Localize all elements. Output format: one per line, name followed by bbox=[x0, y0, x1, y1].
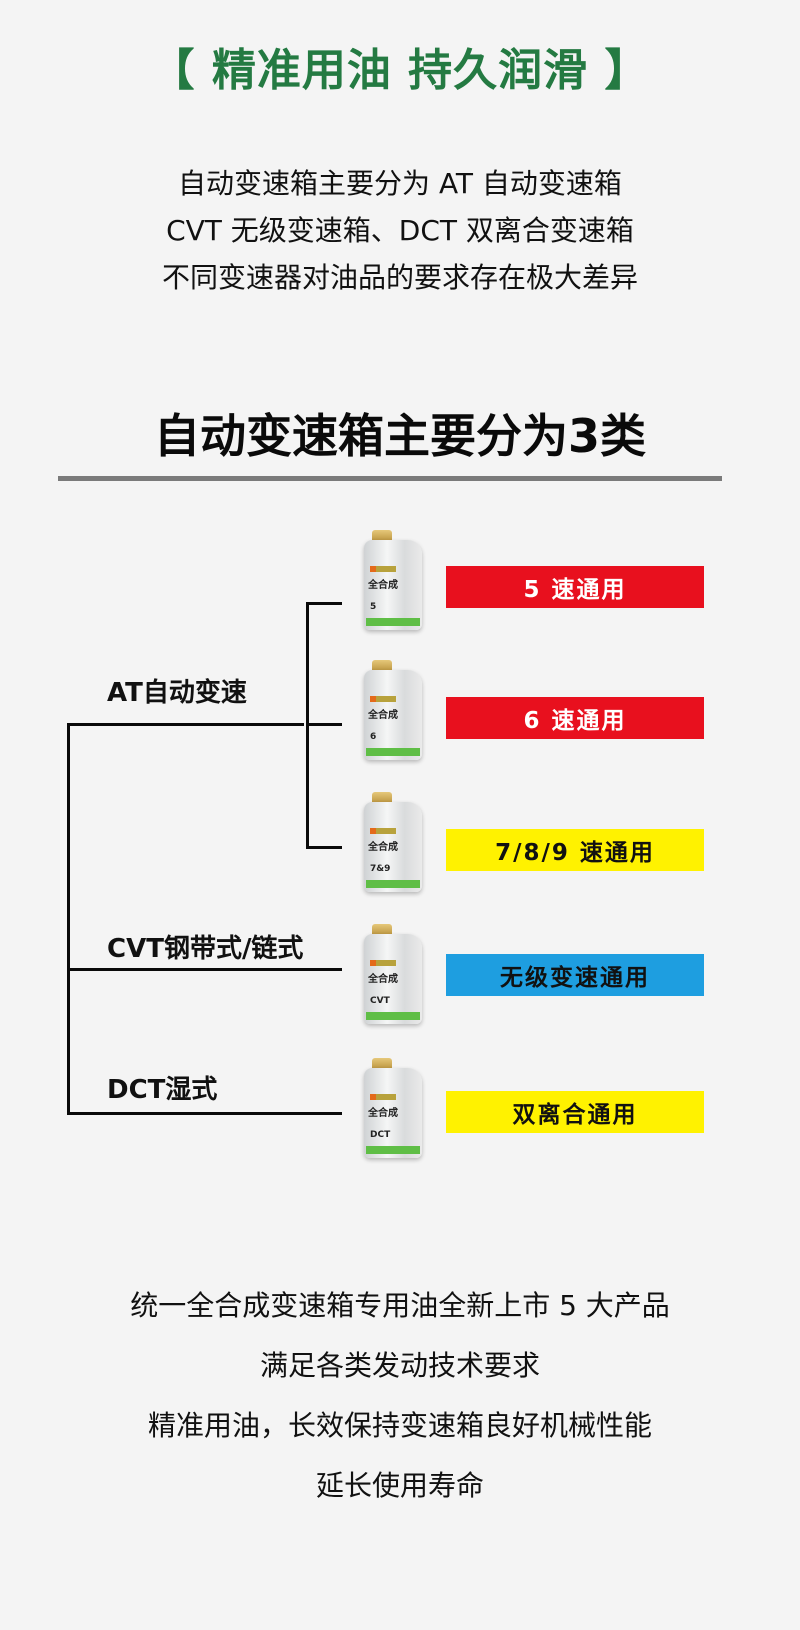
intro-text: 自动变速箱主要分为 AT 自动变速箱 CVT 无级变速箱、DCT 双离合变速箱 … bbox=[0, 160, 800, 301]
section-title: 自动变速箱主要分为3类 bbox=[153, 409, 646, 463]
branch-line-at bbox=[67, 723, 304, 726]
trunk-line bbox=[67, 723, 70, 1115]
branch-line-cvt bbox=[67, 968, 342, 971]
bottle-cap-icon bbox=[372, 1058, 392, 1070]
closing-line: 统一全合成变速箱专用油全新上市 5 大产品 bbox=[130, 1289, 670, 1322]
product-bottle-at6: 全合成 6 bbox=[364, 660, 422, 760]
category-at-label: AT自动变速 bbox=[107, 678, 247, 708]
product-bottle-dct: 全合成 DCT bbox=[364, 1058, 422, 1158]
branch-line-at-5 bbox=[306, 602, 342, 605]
product-bottle-at789: 全合成 7&9 bbox=[364, 792, 422, 892]
product-bottle-at5: 全合成 5 bbox=[364, 530, 422, 630]
section-divider bbox=[58, 476, 722, 481]
brand-logo-icon bbox=[370, 1094, 396, 1100]
badge-at5: 5 速通用 bbox=[446, 566, 704, 608]
brand-logo-icon bbox=[370, 960, 396, 966]
bottle-cap-icon bbox=[372, 530, 392, 542]
category-cvt-label: CVT钢带式/链式 bbox=[107, 934, 304, 964]
category-dct-label: DCT湿式 bbox=[107, 1075, 218, 1105]
badge-at6: 6 速通用 bbox=[446, 697, 704, 739]
intro-line: 不同变速器对油品的要求存在极大差异 bbox=[161, 261, 638, 294]
branch-line-at-789 bbox=[306, 846, 342, 849]
closing-line: 延长使用寿命 bbox=[315, 1469, 484, 1502]
bottle-cap-icon bbox=[372, 792, 392, 804]
badge-at789: 7/8/9 速通用 bbox=[446, 829, 704, 871]
badge-dct: 双离合通用 bbox=[446, 1091, 704, 1133]
bottle-cap-icon bbox=[372, 660, 392, 672]
closing-text: 统一全合成变速箱专用油全新上市 5 大产品 满足各类发动技术要求 精准用油，长效… bbox=[0, 1276, 800, 1516]
slogan-heading: 【 精准用油 持久润滑 】 bbox=[150, 45, 650, 96]
product-bottle-cvt: 全合成 CVT bbox=[364, 924, 422, 1024]
badge-cvt: 无级变速通用 bbox=[446, 954, 704, 996]
closing-line: 精准用油，长效保持变速箱良好机械性能 bbox=[147, 1409, 652, 1442]
intro-line: CVT 无级变速箱、DCT 双离合变速箱 bbox=[166, 214, 634, 247]
branch-line-at-6 bbox=[306, 723, 342, 726]
branch-line-dct bbox=[67, 1112, 342, 1115]
brand-logo-icon bbox=[370, 696, 396, 702]
intro-line: 自动变速箱主要分为 AT 自动变速箱 bbox=[178, 167, 622, 200]
brand-logo-icon bbox=[370, 828, 396, 834]
brand-logo-icon bbox=[370, 566, 396, 572]
bottle-cap-icon bbox=[372, 924, 392, 936]
closing-line: 满足各类发动技术要求 bbox=[259, 1349, 540, 1382]
